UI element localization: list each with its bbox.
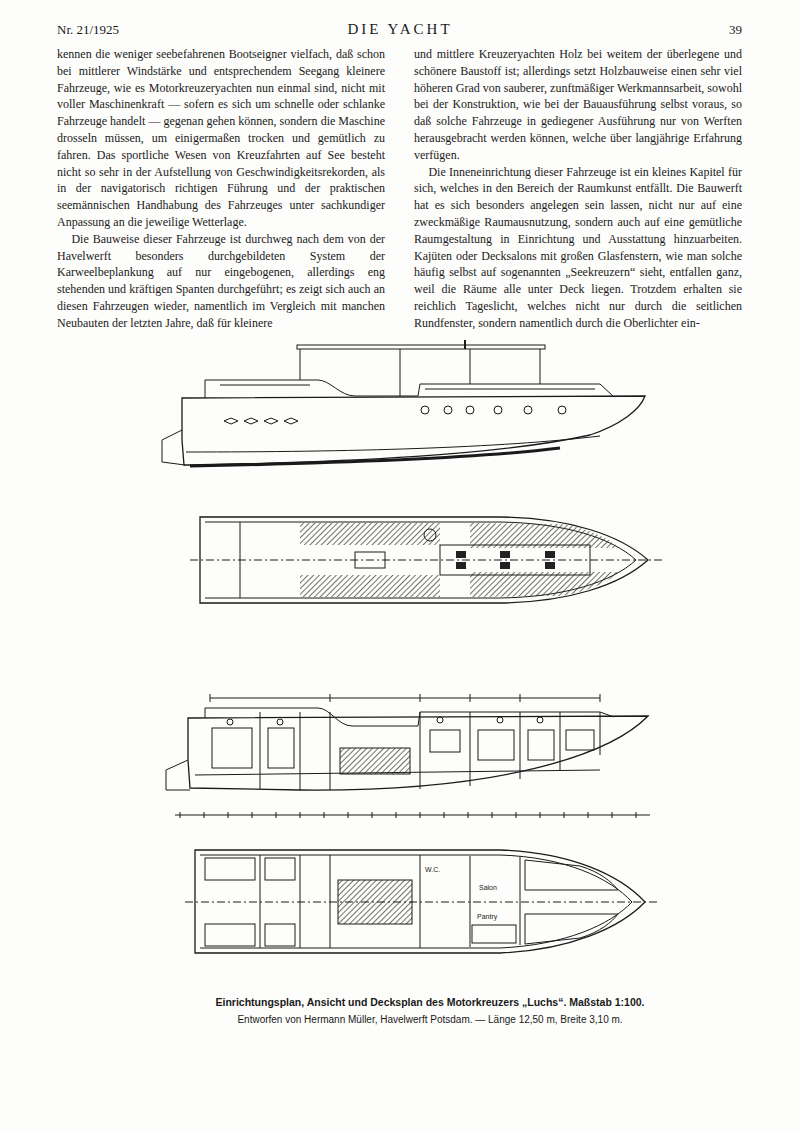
- station-tick: [276, 812, 277, 818]
- issue-number: Nr. 21/1925: [57, 22, 119, 38]
- station-ticks: [180, 812, 636, 818]
- body-paragraph: und mittlere Kreuzeryachten Holz bei wei…: [414, 46, 742, 164]
- bulkheads: [260, 712, 600, 790]
- station-tick: [564, 812, 565, 818]
- side-windows: [224, 418, 298, 424]
- figure-caption: Einrichtungsplan, Ansicht und Decksplan …: [130, 996, 730, 1008]
- flagstaff: [464, 340, 466, 349]
- station-tick: [396, 812, 397, 818]
- hull-side: [182, 396, 645, 465]
- station-tick: [540, 812, 541, 818]
- engine: [340, 748, 410, 774]
- station-tick: [180, 812, 181, 818]
- station-tick: [492, 812, 493, 818]
- room-label: Salon: [478, 884, 498, 892]
- running-title: DIE YACHT: [200, 21, 600, 38]
- station-tick: [324, 812, 325, 818]
- rudder: [162, 430, 185, 465]
- text-column: kennen die weniger seebefahrenen Bootsei…: [57, 46, 385, 332]
- station-tick: [252, 812, 253, 818]
- cabin-trunk: [205, 380, 614, 398]
- body-paragraph: kennen die weniger seebefahrenen Bootsei…: [57, 46, 385, 231]
- station-tick: [204, 812, 205, 818]
- station-tick: [228, 812, 229, 818]
- centerline: [190, 560, 665, 561]
- dimension-ticks: [210, 694, 600, 702]
- keel: [190, 448, 560, 466]
- station-tick: [372, 812, 373, 818]
- profile-hull: [188, 716, 648, 790]
- page-number: 39: [700, 22, 742, 38]
- baseline: [175, 815, 650, 816]
- rudder: [166, 760, 190, 790]
- station-tick: [420, 812, 421, 818]
- station-tick: [636, 812, 637, 818]
- rail: [220, 385, 310, 386]
- awning: [297, 345, 545, 349]
- centerline: [185, 902, 660, 903]
- station-tick: [300, 812, 301, 818]
- rail: [425, 389, 595, 390]
- room-label: Pantry: [476, 913, 498, 921]
- body-paragraph: Die Bauweise dieser Fahrzeuge ist durchw…: [57, 231, 385, 332]
- portholes: [421, 406, 566, 414]
- station-tick: [516, 812, 517, 818]
- ventilator: [424, 529, 436, 541]
- station-tick: [444, 812, 445, 818]
- station-tick: [468, 812, 469, 818]
- credit-line: Entworfen von Hermann Müller, Havelwerft…: [130, 1014, 730, 1025]
- station-tick: [612, 812, 613, 818]
- station-tick: [588, 812, 589, 818]
- text-column: und mittlere Kreuzeryachten Holz bei wei…: [414, 46, 742, 332]
- station-tick: [348, 812, 349, 818]
- room-label: W.C.: [424, 866, 441, 874]
- dimension-line: [210, 698, 600, 699]
- body-paragraph: Die Inneneinrichtung dieser Fahrzeuge is…: [414, 164, 742, 332]
- fittings: [212, 717, 594, 768]
